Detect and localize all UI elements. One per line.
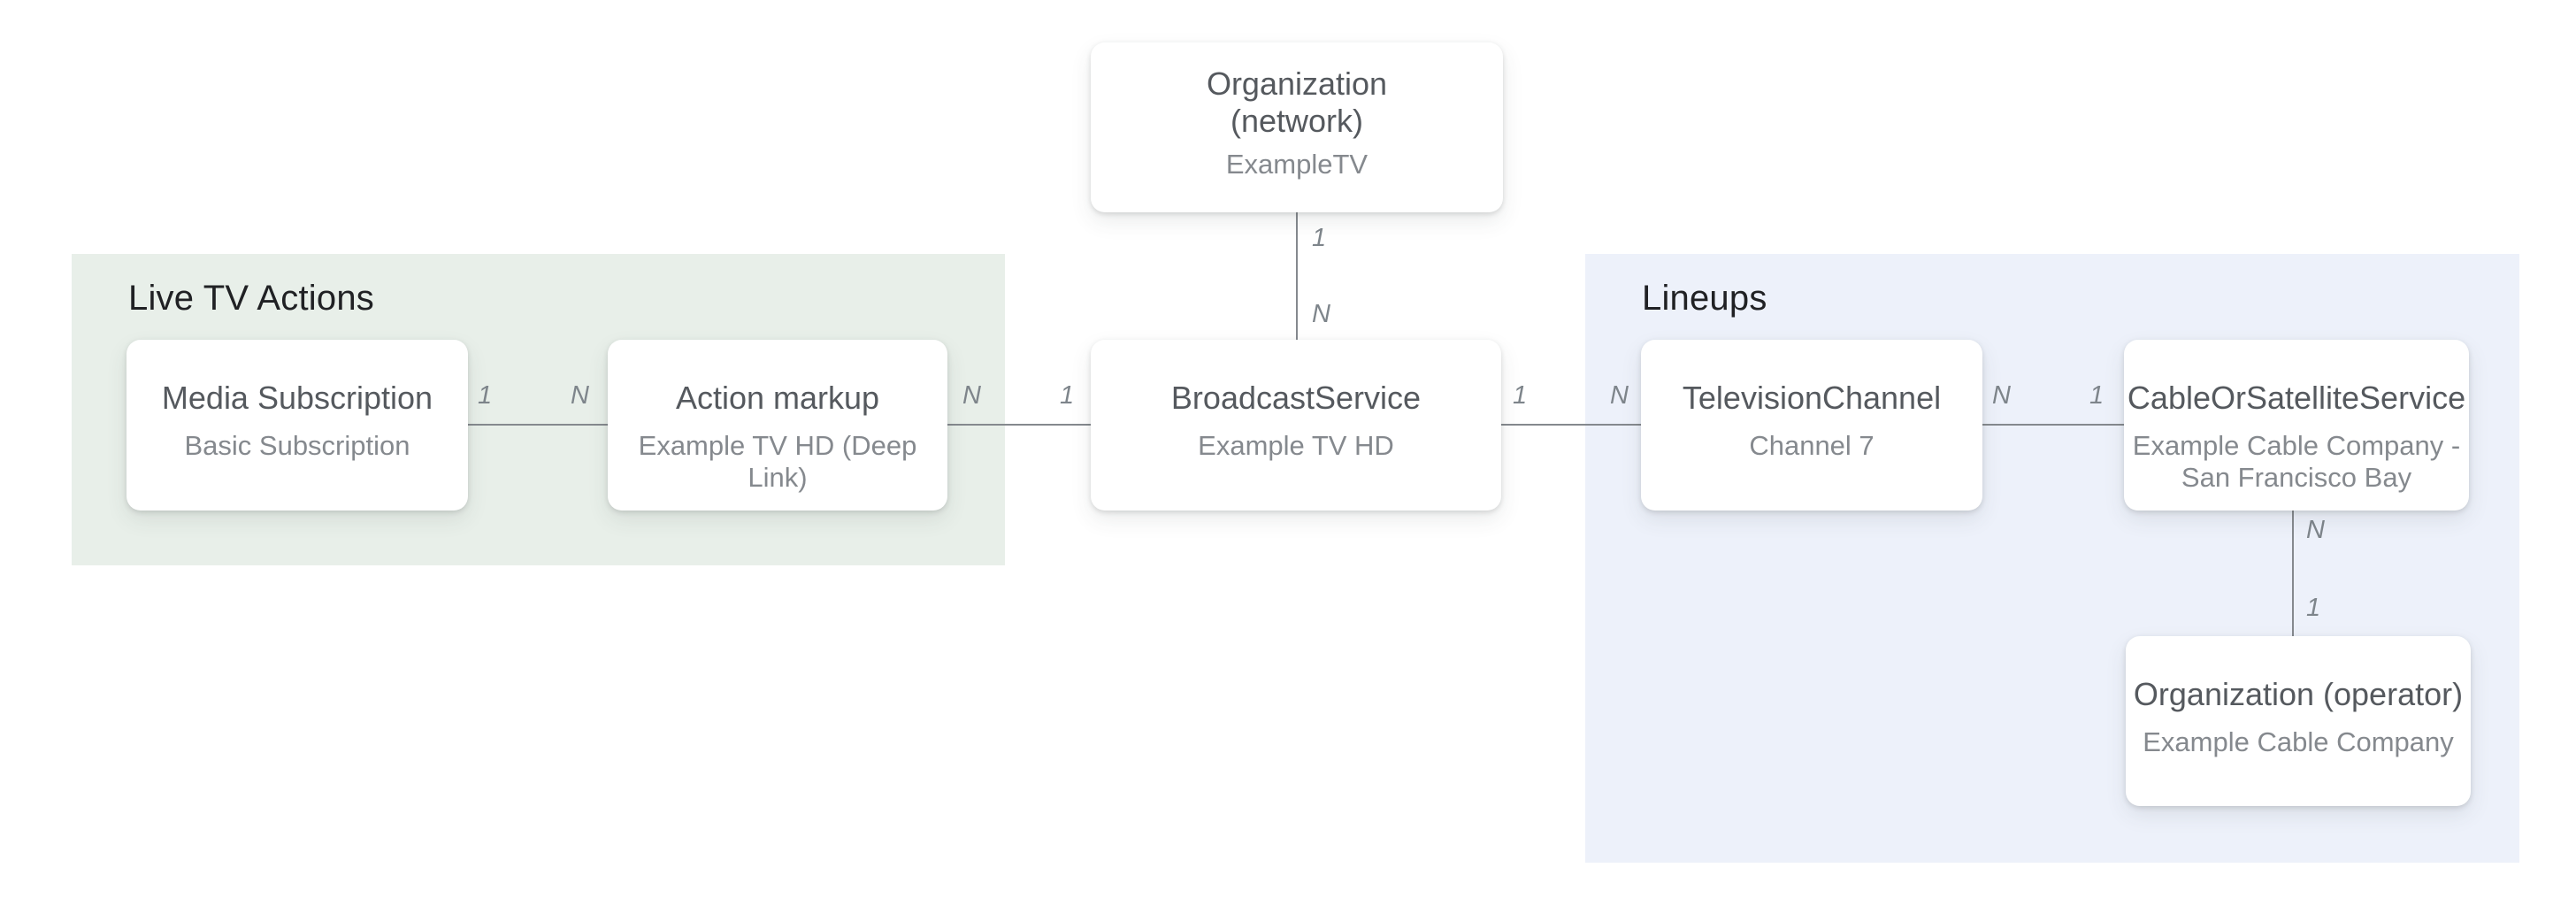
node-title: CableOrSatelliteService bbox=[2127, 380, 2466, 416]
node-organization-operator: Organization (operator) Example Cable Co… bbox=[2126, 636, 2471, 806]
node-action-markup: Action markup Example TV HD (Deep Link) bbox=[608, 340, 947, 511]
group-live-tv-actions-heading: Live TV Actions bbox=[128, 279, 374, 318]
cardinality-label: 1 bbox=[1312, 224, 1327, 252]
node-subtitle: Example TV HD bbox=[1198, 430, 1394, 461]
node-subtitle: Example Cable Company bbox=[2143, 726, 2454, 757]
edge-action-markup-to-broadcast-service bbox=[947, 424, 1091, 426]
node-television-channel: TelevisionChannel Channel 7 bbox=[1641, 340, 1982, 511]
node-organization-network: Organization (network) ExampleTV bbox=[1091, 42, 1503, 212]
node-cable-or-satellite-service: CableOrSatelliteService Example Cable Co… bbox=[2124, 340, 2469, 511]
node-subtitle: ExampleTV bbox=[1225, 149, 1368, 180]
group-lineups-heading: Lineups bbox=[1642, 279, 1767, 318]
cardinality-label: N bbox=[1610, 381, 1629, 410]
cardinality-label: 1 bbox=[2089, 381, 2104, 410]
node-title: Organization (network) bbox=[1206, 65, 1388, 139]
cardinality-label: N bbox=[962, 381, 981, 410]
node-subtitle: Channel 7 bbox=[1749, 430, 1874, 461]
node-subtitle: Basic Subscription bbox=[184, 430, 410, 461]
edge-broadcast-service-to-television-channel bbox=[1501, 424, 1641, 426]
edge-television-channel-to-cable-service bbox=[1982, 424, 2124, 426]
cardinality-label: N bbox=[1992, 381, 2011, 410]
edge-organization-network-to-broadcast-service bbox=[1296, 212, 1298, 340]
node-broadcast-service: BroadcastService Example TV HD bbox=[1091, 340, 1501, 511]
cardinality-label: N bbox=[2306, 516, 2325, 544]
cardinality-label: 1 bbox=[478, 381, 493, 410]
node-title: Media Subscription bbox=[161, 380, 433, 416]
node-subtitle: Example TV HD (Deep Link) bbox=[638, 430, 917, 493]
edge-cable-service-to-organization-operator bbox=[2292, 511, 2294, 636]
cardinality-label: 1 bbox=[1513, 381, 1528, 410]
cardinality-label: N bbox=[571, 381, 589, 410]
node-title: Action markup bbox=[675, 380, 880, 416]
cardinality-label: 1 bbox=[1060, 381, 1075, 410]
node-title: BroadcastService bbox=[1170, 380, 1422, 416]
node-media-subscription: Media Subscription Basic Subscription bbox=[126, 340, 468, 511]
cardinality-label: 1 bbox=[2306, 594, 2321, 622]
node-title: TelevisionChannel bbox=[1682, 380, 1942, 416]
edge-media-subscription-to-action-markup bbox=[468, 424, 608, 426]
cardinality-label: N bbox=[1312, 300, 1330, 328]
node-subtitle: Example Cable Company - San Francisco Ba… bbox=[2132, 430, 2461, 493]
node-title: Organization (operator) bbox=[2133, 676, 2464, 712]
